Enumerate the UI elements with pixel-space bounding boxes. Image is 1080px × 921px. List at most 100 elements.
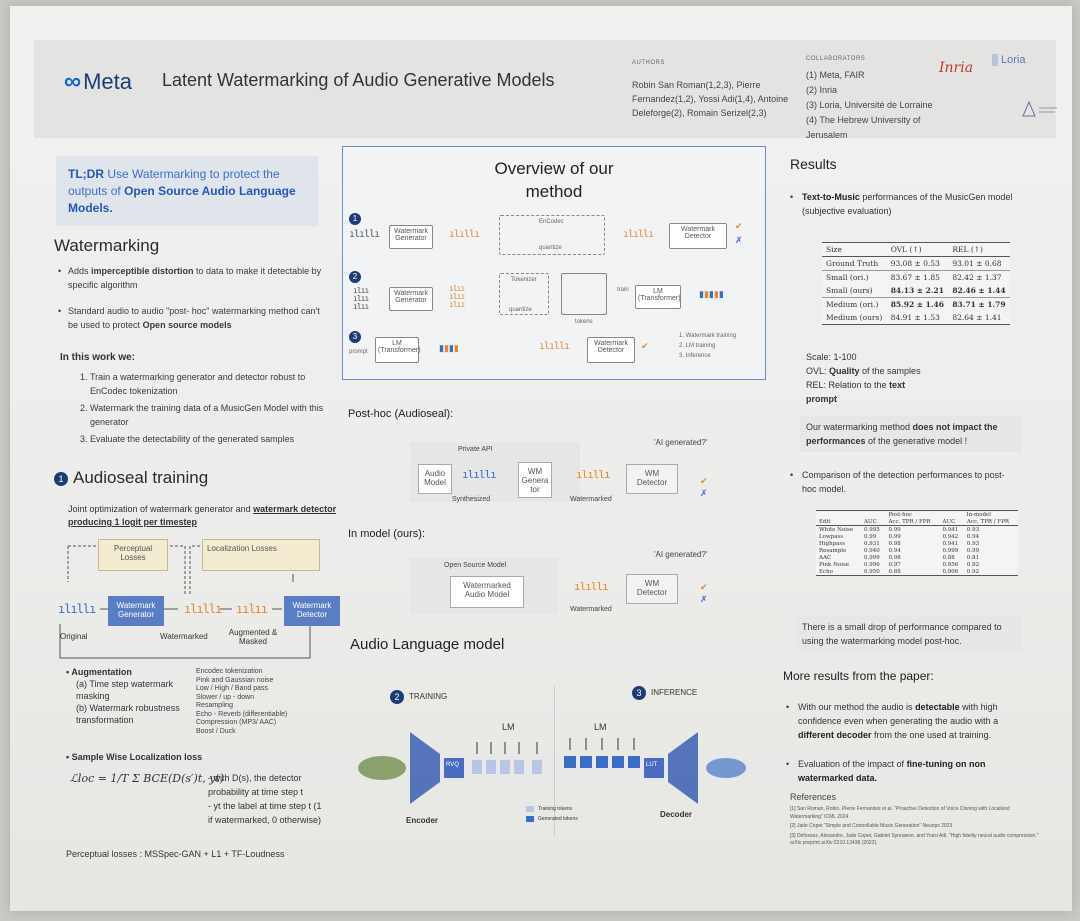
references-title: References [790, 792, 837, 802]
localization-loss-title: • Sample Wise Localization loss [66, 752, 203, 762]
bullet-bold: Open source models [142, 320, 232, 330]
decoder-shape [668, 732, 698, 804]
watermarking-bullets: Adds imperceptible distortion to data to… [58, 264, 328, 344]
posthoc-wm-waveform-icon: ılıllı [576, 468, 611, 481]
train-label: train [617, 287, 629, 293]
alm-diagram [358, 732, 746, 822]
table-header: AUC [939, 518, 964, 526]
more-result-bullet: With our method the audio is detectable … [786, 700, 1016, 742]
authors-label: AUTHORS [632, 60, 665, 66]
loria-logo: Loria [992, 54, 1025, 66]
check-icon: ✔ [700, 476, 708, 486]
more-bold: different decoder [798, 730, 872, 740]
original-waveform-icon: ılıllı [58, 602, 96, 616]
row-2-badge: 2 [349, 271, 361, 283]
audioseal-title-text: Audioseal training [73, 468, 209, 487]
formula-description: - with D(s), the detector probability at… [208, 771, 328, 827]
aug-transform: Echo - Reverb (differentiable) [196, 710, 288, 718]
table-cell: 0.92 [966, 561, 980, 568]
collaborators-label: COLLABORATORS [806, 56, 866, 62]
ovl-bold: Quality [829, 366, 860, 376]
overview-wm-detector-1: Watermark Detector [669, 223, 727, 249]
table-cell: Small (ori.) [822, 270, 887, 284]
encodec-box [499, 215, 605, 255]
table-header: Acc. TPR / FPR [885, 518, 940, 526]
table-cell: 84.13 ± 2.21 [890, 286, 944, 295]
table-cell: Small (ours) [826, 286, 873, 295]
table-cell: 0.942 [942, 533, 959, 540]
table-row: Small (ours) 84.13 ± 2.21 82.46 ± 1.44 [822, 284, 1010, 298]
augmented-waveform-icon: ıılıı [236, 602, 268, 616]
table-cell: 93.01 ± 0.68 [952, 259, 1002, 268]
ttm-text: performances of the MusicGen model (subj… [802, 192, 1013, 216]
table-header [816, 510, 862, 518]
rel-bold: text prompt [806, 380, 906, 404]
aug-item-b: (b) Watermark robustness transformation [76, 703, 180, 725]
table-header: Edit [816, 518, 862, 526]
posthoc-title: Post-hoc (Audioseal): [348, 408, 454, 420]
table-cell: 82.64 ± 1.41 [948, 311, 1010, 325]
bullet-text: Standard audio to audio "post- hoc" wate… [68, 306, 320, 330]
wm-waveform-icon: ılıllı [449, 229, 480, 240]
augmentation-list: Encodec tokenization Pink and Gaussian n… [196, 668, 287, 736]
table-header: Acc. TPR / FPR [963, 518, 1018, 526]
table-cell: 0.941 [942, 540, 959, 547]
tldr-box: TL;DR Use Watermarking to protect the ou… [56, 156, 318, 226]
table-cell: 0.94 [966, 533, 980, 540]
tldr-prefix: TL;DR [68, 167, 104, 181]
train-token [500, 760, 510, 774]
table-header: OVL (↑) [886, 242, 949, 257]
reference-item: [3] Défossez, Alexandre, Jade Copet, Gab… [790, 832, 1039, 847]
ovl-pre: OVL: [806, 366, 830, 376]
formula-desc-line: - with D(s), the detector probability at… [208, 773, 304, 797]
rel-line: REL: Relation to the text prompt [806, 378, 936, 406]
watermark-detector-box: Watermark Detector [284, 596, 340, 626]
overview-lm-2: LM (Transformer) [635, 285, 681, 309]
results-title: Results [790, 156, 837, 172]
step-2-badge: 2 [390, 690, 404, 704]
callout-pre: Our watermarking method [806, 422, 913, 432]
inria-logo: Inria [939, 60, 974, 76]
table-cell: Echo [816, 568, 862, 576]
detection-comparison-table: Post-hoc In-model Edit AUC Acc. TPR / FP… [816, 510, 1018, 576]
table-cell: Resample [819, 547, 847, 554]
table-cell: 0.941 [942, 526, 959, 533]
table-cell: 84.91 ± 1.53 [886, 311, 949, 325]
more-result-bullet: Evaluation of the impact of fine-tuning … [786, 757, 1016, 785]
overview-title-text: Overview of our method [494, 159, 614, 201]
gen-token [580, 756, 592, 768]
inference-label: INFERENCE [651, 688, 698, 698]
tokenizer-label: Tokenizer [511, 277, 537, 283]
legend-gen-label: Generated tokens [538, 816, 578, 822]
generated-tokens: ▮▮▮▮ [439, 343, 459, 353]
collaborator-item: (4) The Hebrew University of Jerusalem [806, 115, 921, 140]
legend-gen-swatch [526, 816, 534, 822]
check-icon: ✔ [735, 221, 743, 231]
aug-item-a: (a) Time step watermark masking [76, 679, 174, 701]
overview-lm-3: LM (Transformer) [375, 337, 421, 363]
table-cell: 0.98 [888, 554, 901, 561]
perceptual-losses-box: Perceptual Losses [98, 539, 168, 571]
rvq-label: RVQ [446, 762, 459, 768]
localization-losses-box: Localization Losses [202, 539, 320, 571]
aug-transform: Resampling [196, 702, 233, 709]
table-cell: 82.46 ± 1.44 [952, 286, 1006, 295]
row-3-badge: 3 [349, 331, 361, 343]
scale-legend: Scale: 1-100 OVL: Quality of the samples… [806, 350, 936, 406]
gen-token [628, 756, 640, 768]
table-cell: 0.93 [966, 540, 980, 547]
step-1-badge: 1 [54, 471, 68, 486]
table-cell: 83.71 ± 1.79 [948, 297, 1010, 311]
meta-logo-text: Meta [83, 69, 133, 94]
watermarking-bullet: Standard audio to audio "post- hoc" wate… [58, 304, 328, 332]
hebrew-university-logo [1019, 100, 1059, 120]
references-list: [1] San Roman, Robin, Pierre Fernandez e… [790, 806, 1040, 850]
inmodel-ai-question: 'AI generated?' [654, 550, 708, 559]
table-cell: 0.999 [942, 547, 959, 554]
tokenizer-box [499, 273, 549, 315]
